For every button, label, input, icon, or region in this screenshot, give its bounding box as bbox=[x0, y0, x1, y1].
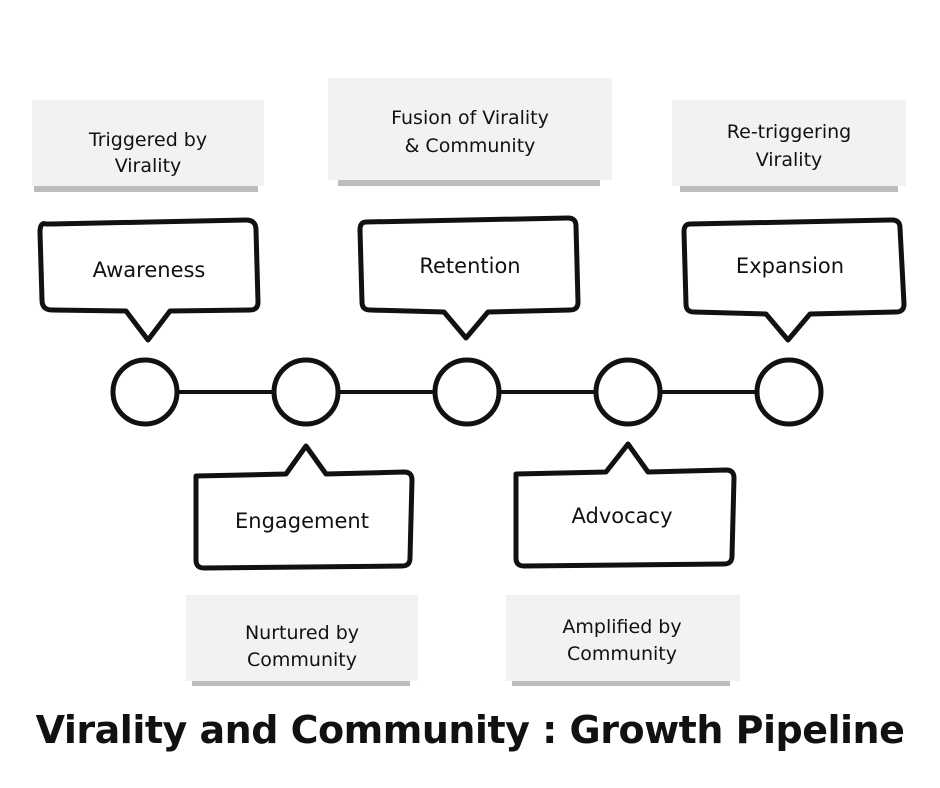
timeline bbox=[110, 357, 824, 427]
note-line: Amplified by bbox=[562, 616, 681, 638]
timeline-node-awareness bbox=[110, 357, 180, 427]
stage-awareness: Triggered by Virality Awareness bbox=[32, 100, 264, 343]
timeline-node-retention bbox=[432, 357, 502, 427]
note-line: Re-triggering bbox=[727, 121, 851, 143]
stage-label-engagement: Engagement bbox=[235, 509, 369, 533]
stage-advocacy: Advocacy Amplified by Community bbox=[506, 441, 740, 686]
stage-engagement: Engagement Nurtured by Community bbox=[186, 443, 418, 686]
timeline-node-advocacy bbox=[593, 357, 663, 427]
note-line: Fusion of Virality bbox=[391, 107, 549, 129]
note-line: Virality bbox=[756, 149, 823, 171]
stage-label-expansion: Expansion bbox=[736, 254, 844, 278]
note-card-awareness: Triggered by Virality bbox=[32, 100, 264, 192]
timeline-node-expansion bbox=[754, 357, 824, 427]
diagram-title: Virality and Community : Growth Pipeline bbox=[35, 708, 905, 752]
note-card-expansion: Re-triggering Virality bbox=[672, 100, 906, 192]
stage-expansion: Re-triggering Virality Expansion bbox=[672, 100, 907, 343]
speech-bubble-advocacy bbox=[513, 441, 737, 569]
speech-bubble-expansion bbox=[681, 217, 907, 343]
note-card-advocacy: Amplified by Community bbox=[506, 595, 740, 686]
timeline-node-engagement bbox=[271, 357, 341, 427]
note-line: Triggered by bbox=[88, 129, 207, 151]
note-card-engagement: Nurtured by Community bbox=[186, 595, 418, 686]
stage-retention: Fusion of Virality & Community Retention bbox=[328, 78, 612, 341]
note-card-retention: Fusion of Virality & Community bbox=[328, 78, 612, 186]
stage-label-retention: Retention bbox=[419, 254, 520, 278]
stage-label-awareness: Awareness bbox=[93, 258, 206, 282]
stage-label-advocacy: Advocacy bbox=[572, 504, 673, 528]
note-line: Nurtured by bbox=[245, 622, 359, 644]
note-line: & Community bbox=[405, 135, 536, 157]
speech-bubble-retention bbox=[357, 215, 581, 341]
speech-bubble-awareness bbox=[37, 217, 261, 343]
speech-bubble-engagement bbox=[193, 443, 415, 571]
note-line: Community bbox=[247, 649, 357, 671]
note-line: Community bbox=[567, 643, 677, 665]
note-line: Virality bbox=[115, 155, 182, 177]
